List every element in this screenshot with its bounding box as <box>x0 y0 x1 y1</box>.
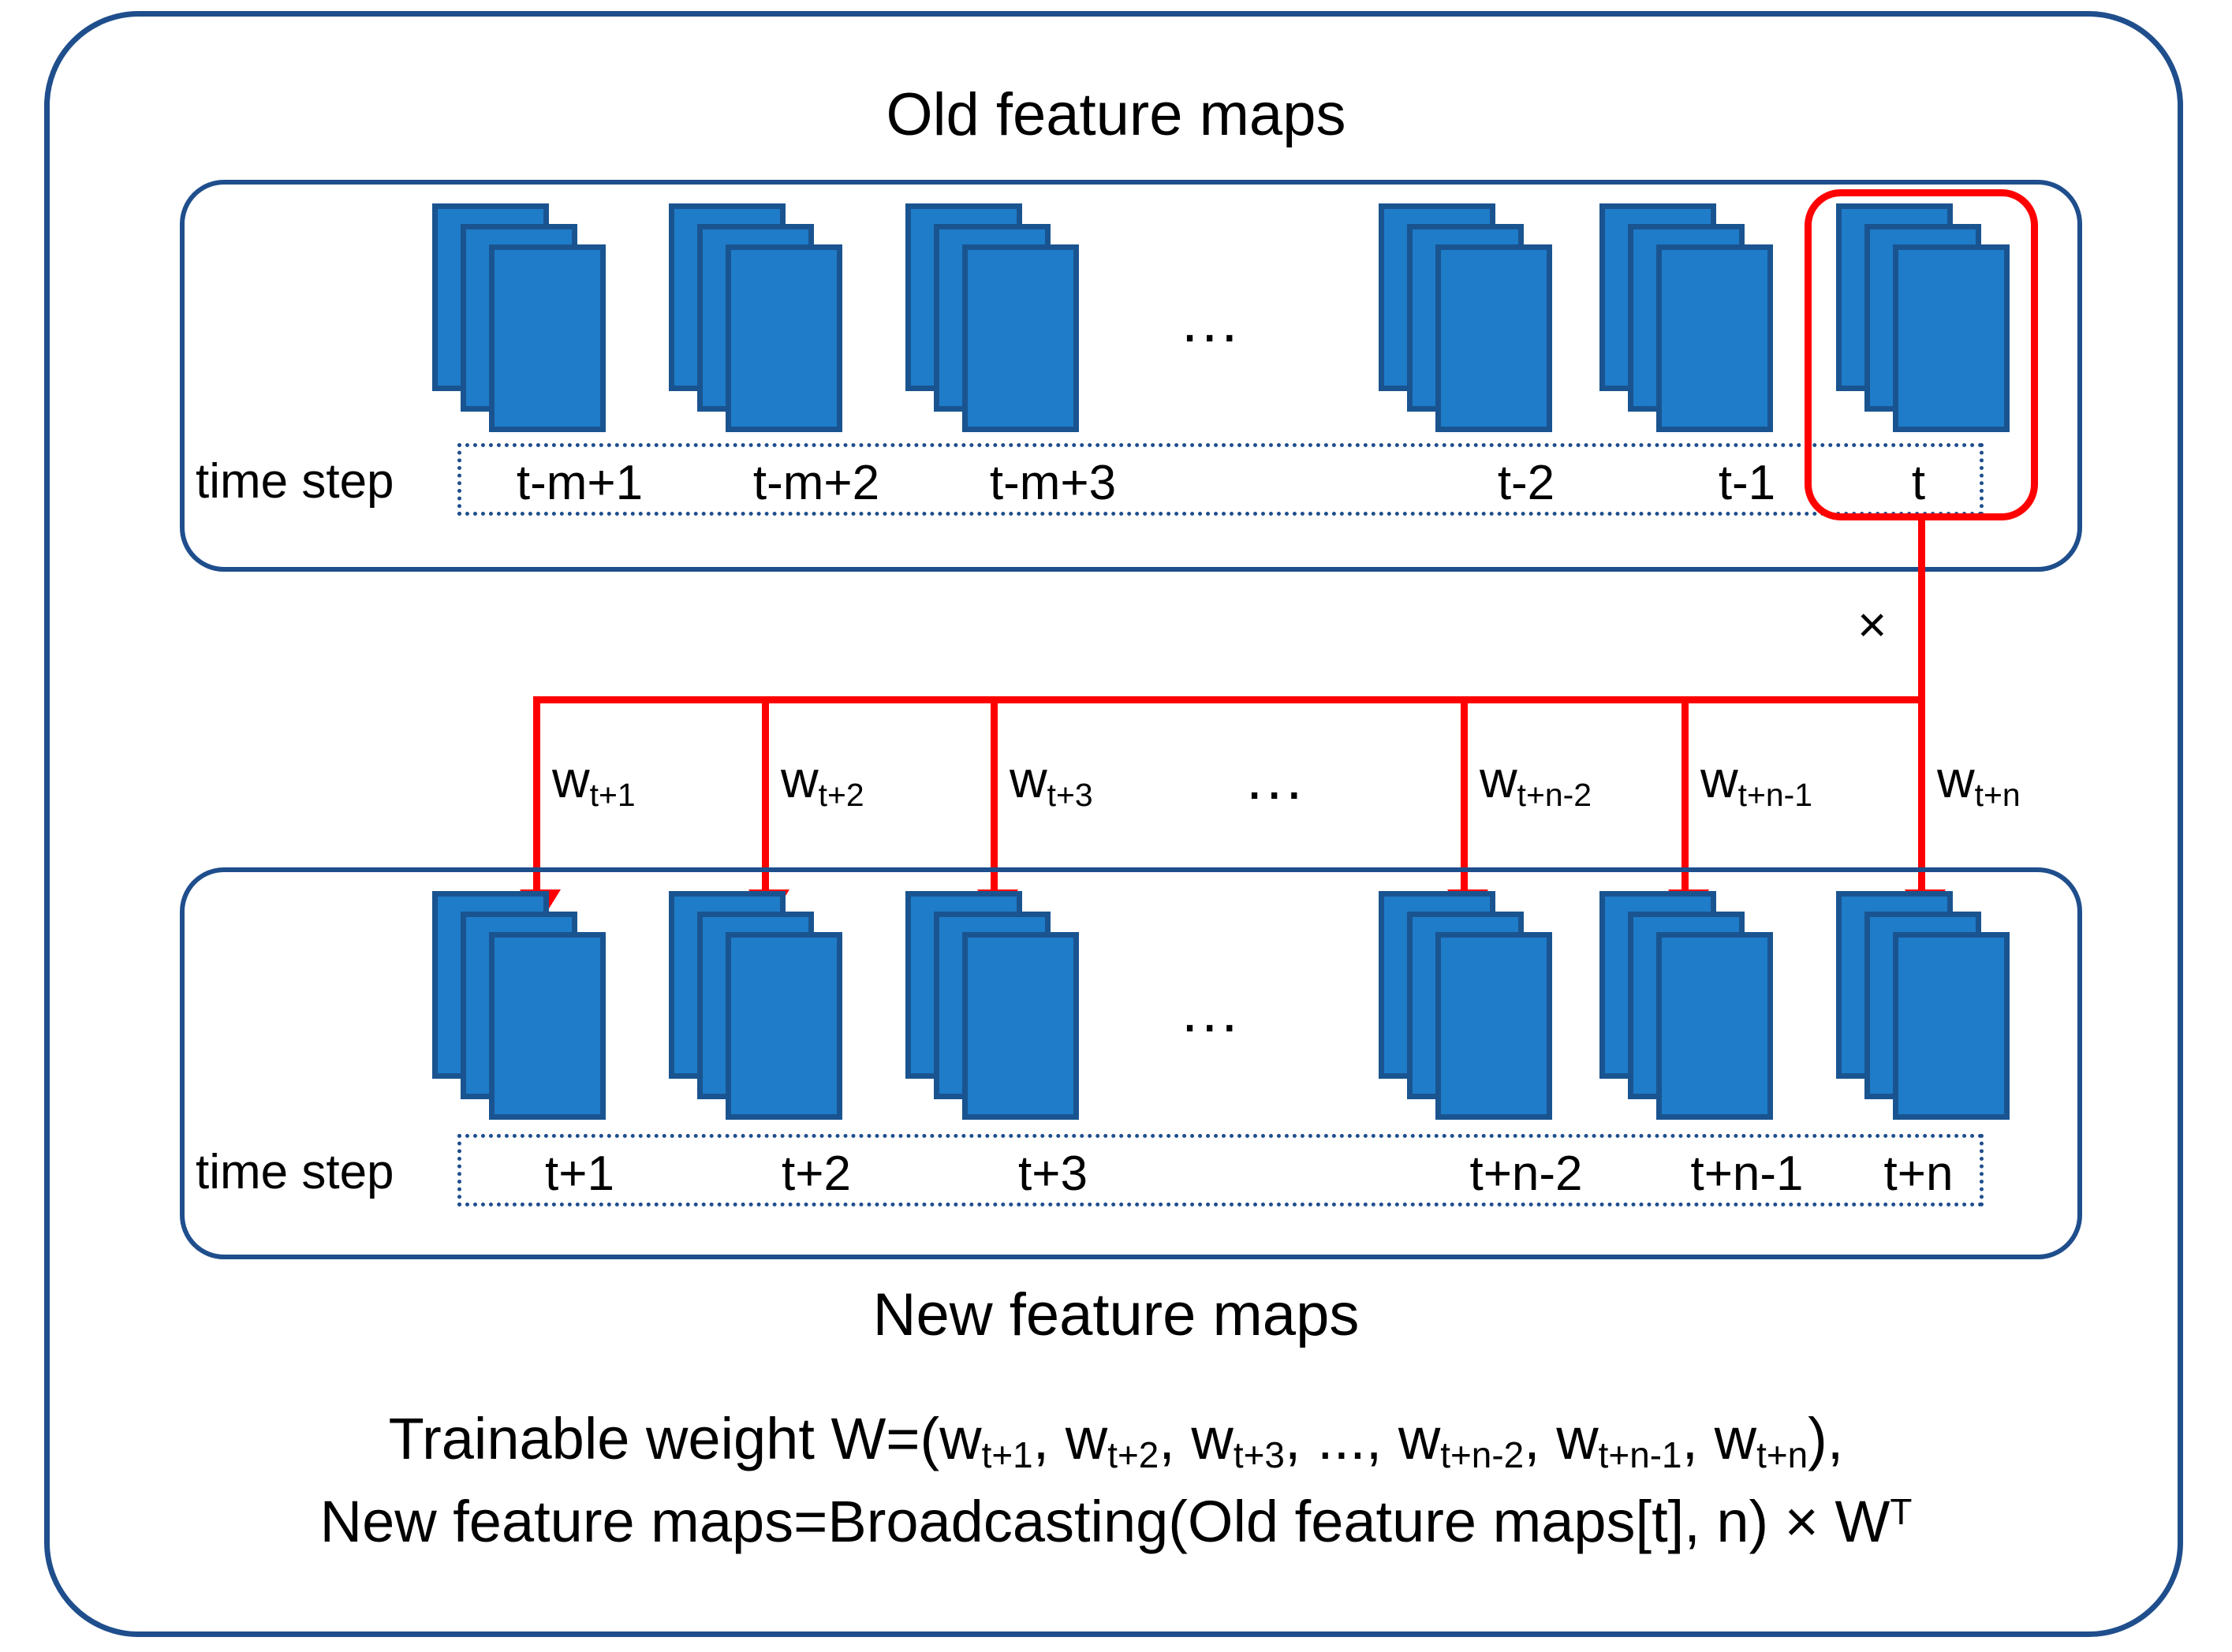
feature-map-sheet <box>1893 932 2010 1120</box>
timestep-cell-new-4[interactable]: t+n-1 <box>1690 1147 1804 1201</box>
weight-label-2: wt+3 <box>1010 750 1093 811</box>
weight-base: w <box>1937 750 1975 808</box>
formula-sep: , w <box>1032 1406 1108 1471</box>
weight-subscript: t+n <box>1974 776 2021 813</box>
weight-base: w <box>1480 750 1517 808</box>
formula-line-2-text: New feature maps=Broadcasting(Old featur… <box>319 1489 1890 1554</box>
timestep-cell-old-1[interactable]: t-m+2 <box>752 456 880 510</box>
timestep-cell-new-3[interactable]: t+n-2 <box>1469 1147 1583 1201</box>
ellipsis-old-maps: ... <box>1181 288 1241 355</box>
connector-branch-4 <box>1681 696 1689 897</box>
timestep-row-new: t+1 t+2 t+3 t+n-2 t+n-1 t+n <box>457 1134 1984 1206</box>
feature-map-stack-new-3 <box>1379 891 1562 1120</box>
weight-subscript: t+1 <box>589 776 636 813</box>
feature-map-sheet <box>726 932 842 1120</box>
multiply-symbol: × <box>1857 596 1887 653</box>
timestep-cell-new-1[interactable]: t+2 <box>782 1147 851 1201</box>
weight-subscript: t+3 <box>1047 776 1093 813</box>
formula-sub-1: t+2 <box>1107 1434 1159 1475</box>
formula-sep-ellipsis: , ..., w <box>1284 1406 1441 1471</box>
feature-map-sheet <box>1656 932 1773 1120</box>
feature-map-sheet <box>1656 244 1773 432</box>
weight-base: w <box>781 750 819 808</box>
timestep-cell-old-4[interactable]: t-1 <box>1718 456 1776 510</box>
weight-label-1: wt+2 <box>781 750 864 811</box>
formula-sub-4: t+n-1 <box>1598 1434 1682 1475</box>
formula-sub-0: t+1 <box>981 1434 1033 1475</box>
timestep-cell-old-5[interactable]: t <box>1911 456 1926 510</box>
feature-map-sheet <box>1893 244 2010 432</box>
feature-map-stack-new-0 <box>432 891 615 1120</box>
feature-map-sheet <box>962 932 1079 1120</box>
connector-branch-1 <box>762 696 769 897</box>
formula-sub-5: t+n <box>1756 1434 1808 1475</box>
outer-frame <box>44 11 2183 1637</box>
connector-branch-5 <box>1918 696 1925 897</box>
feature-map-stack-new-5 <box>1836 891 2019 1120</box>
timestep-cell-new-2[interactable]: t+3 <box>1018 1147 1088 1201</box>
old-feature-maps-panel <box>180 180 2082 572</box>
formula-sep: , w <box>1159 1406 1234 1471</box>
weight-subscript: t+n-2 <box>1517 776 1592 813</box>
weight-subscript: t+n-1 <box>1737 776 1813 813</box>
ellipsis-new-maps: ... <box>1181 978 1241 1045</box>
formula-line-1: Trainable weight W=(wt+1, wt+2, wt+3, ..… <box>0 1410 2232 1473</box>
weight-label-0: wt+1 <box>552 750 636 811</box>
feature-map-sheet <box>962 244 1079 432</box>
selected-timestep-highlight[interactable] <box>1805 189 2038 520</box>
feature-map-stack-new-2 <box>905 891 1088 1120</box>
feature-map-stack-old-4 <box>1599 203 1782 432</box>
weight-label-3: wt+n-2 <box>1480 750 1592 811</box>
timestep-cell-old-0[interactable]: t-m+1 <box>516 456 644 510</box>
connector-branch-3 <box>1461 696 1468 897</box>
timestep-cell-new-0[interactable]: t+1 <box>545 1147 614 1201</box>
feature-map-sheet <box>489 932 606 1120</box>
feature-map-stack-old-3 <box>1379 203 1562 432</box>
formula-sep: , w <box>1524 1406 1599 1471</box>
feature-map-stack-old-5 <box>1836 203 2019 432</box>
feature-map-sheet <box>1435 244 1552 432</box>
feature-map-stack-old-1 <box>669 203 852 432</box>
timestep-cell-old-2[interactable]: t-m+3 <box>989 456 1117 510</box>
timestep-label-new: time step <box>196 1145 394 1199</box>
feature-map-sheet <box>489 244 606 432</box>
timestep-label-old: time step <box>196 454 394 509</box>
feature-map-sheet <box>726 244 842 432</box>
old-feature-maps-title: Old feature maps <box>886 81 1346 148</box>
feature-map-stack-old-2 <box>905 203 1088 432</box>
ellipsis-weights: ... <box>1246 745 1306 812</box>
new-feature-maps-title: New feature maps <box>872 1281 1360 1348</box>
weight-base: w <box>552 750 590 808</box>
formula-line-2: New feature maps=Broadcasting(Old featur… <box>0 1493 2232 1551</box>
formula-sub-2: t+3 <box>1233 1434 1285 1475</box>
connector-branch-2 <box>991 696 998 897</box>
formula-transpose: T <box>1890 1490 1913 1532</box>
feature-map-sheet <box>1435 932 1552 1120</box>
formula-tail: ), <box>1808 1406 1844 1471</box>
weight-label-4: wt+n-1 <box>1700 750 1812 811</box>
feature-map-stack-old-0 <box>432 203 615 432</box>
formula-line-1-prefix: Trainable weight W=(w <box>388 1406 982 1471</box>
feature-map-stack-new-1 <box>669 891 852 1120</box>
weight-subscript: t+2 <box>818 776 864 813</box>
connector-vertical-main <box>1918 516 1925 702</box>
new-feature-maps-panel <box>180 867 2082 1259</box>
timestep-cell-new-5[interactable]: t+n <box>1883 1147 1954 1201</box>
weight-label-5: wt+n <box>1937 750 2021 811</box>
connector-horizontal-bus <box>533 696 1925 703</box>
feature-map-stack-new-4 <box>1599 891 1782 1120</box>
formula-sep: , w <box>1681 1406 1757 1471</box>
formula-sub-3: t+n-2 <box>1440 1434 1525 1475</box>
weight-base: w <box>1700 750 1738 808</box>
timestep-cell-old-3[interactable]: t-2 <box>1497 456 1555 510</box>
weight-base: w <box>1010 750 1047 808</box>
connector-branch-0 <box>533 696 540 897</box>
timestep-row-old: t-m+1 t-m+2 t-m+3 t-2 t-1 t <box>457 443 1984 516</box>
